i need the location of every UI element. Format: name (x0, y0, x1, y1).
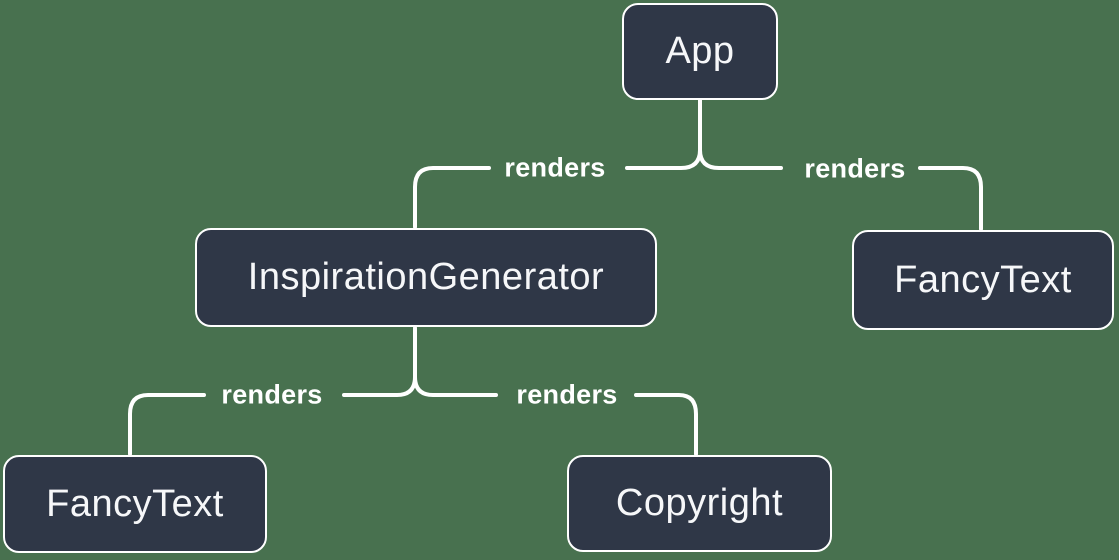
edge-ig-right-branch (413, 375, 498, 397)
node-fancy-text-bottom: FancyText (3, 455, 267, 553)
node-inspiration-generator: InspirationGenerator (195, 228, 657, 327)
node-copyright: Copyright (567, 455, 832, 552)
edge-ig-left-branch (342, 375, 417, 397)
edge-app-to-inspirationgenerator (413, 166, 491, 229)
edge-label-renders-app-right: renders (804, 153, 906, 184)
node-app: App (622, 3, 778, 100)
edge-label-renders-app-left: renders (504, 152, 606, 183)
edge-app-left-branch (625, 148, 702, 170)
edge-label-renders-ig-right: renders (516, 379, 618, 410)
edge-ig-to-fancytext (128, 393, 206, 456)
edge-label-renders-ig-left: renders (221, 379, 323, 410)
edge-ig-to-copyright (634, 393, 698, 456)
edge-app-right-branch (698, 148, 783, 170)
node-fancy-text-top: FancyText (852, 230, 1114, 330)
edge-app-to-fancytext (918, 166, 983, 231)
